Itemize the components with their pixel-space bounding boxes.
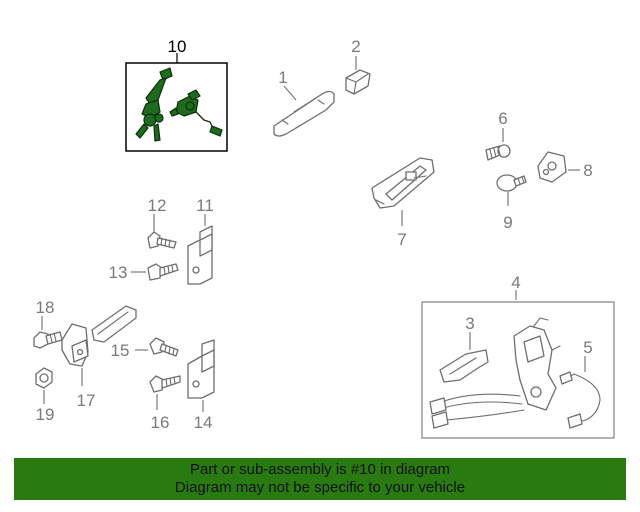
part-17-door-check[interactable]: 17 [61,305,137,410]
part-9-clip[interactable]: 9 [496,174,527,232]
outside-handle-shape [273,90,335,137]
part-8-striker[interactable]: 8 [537,151,593,183]
callout-10: 10 [168,37,187,56]
part-5-wire-harness[interactable]: 5 [583,338,593,372]
leader-line-1 [283,85,297,101]
part-15-bolt[interactable]: 15 [111,337,179,360]
part-7-handle-bracket[interactable]: 7 [371,157,435,249]
part-13-bolt[interactable]: 13 [109,263,179,282]
banner-line-part-number: Part or sub-assembly is #10 in diagram [189,461,451,478]
callout-3: 3 [465,314,474,333]
part-19-nut[interactable]: 19 [35,367,55,424]
part-2-handle-cap[interactable]: 2 [345,37,371,95]
callout-17: 17 [77,391,96,410]
banner-line-disclaimer: Diagram may not be specific to your vehi… [174,479,466,496]
part-18-bolt[interactable]: 18 [33,298,63,349]
info-banner: Part or sub-assembly is #10 in diagram D… [14,458,626,500]
part-4-group-box [421,301,615,439]
callout-18: 18 [36,298,55,317]
callout-7: 7 [397,230,406,249]
callout-5: 5 [583,338,592,357]
part-16-bolt[interactable]: 16 [149,375,181,432]
callout-19: 19 [36,405,55,424]
part-11-upper-hinge[interactable]: 11 [187,196,214,285]
part-4-lock-assembly[interactable]: 4 3 5 [421,273,615,439]
callout-2: 2 [351,37,360,56]
part-12-bolt[interactable]: 12 [147,196,177,249]
callout-12: 12 [148,196,167,215]
callout-8: 8 [583,161,592,180]
callout-15: 15 [111,341,130,360]
callout-4: 4 [511,273,520,292]
part-10-group[interactable]: 10 [125,37,228,152]
part-14-lower-hinge[interactable]: 14 [187,339,215,432]
callout-11: 11 [196,196,214,215]
callout-1: 1 [278,68,287,87]
callout-13: 13 [109,263,128,282]
callout-6: 6 [498,109,507,128]
handle-cap-shape [345,69,371,95]
part-3-actuator[interactable]: 3 [439,314,489,383]
callout-16: 16 [151,413,170,432]
callout-9: 9 [503,213,512,232]
part-1-outside-handle[interactable]: 1 [273,68,335,137]
part-6-screw[interactable]: 6 [485,109,511,161]
callout-14: 14 [194,413,213,432]
lock-cylinder-set [135,67,223,142]
